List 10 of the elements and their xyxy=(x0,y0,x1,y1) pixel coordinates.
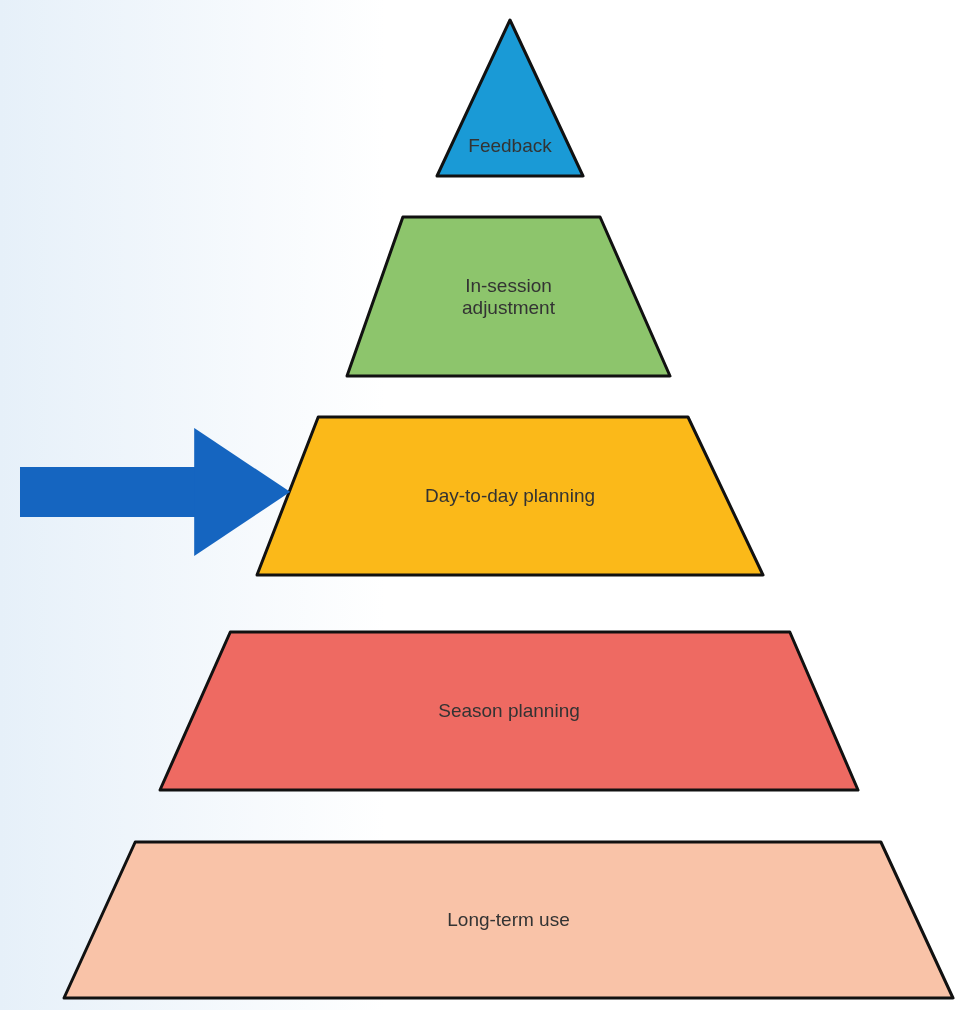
pyramid-apex xyxy=(435,18,585,178)
level-label: In-session adjustment xyxy=(461,274,556,319)
level-label: Long-term use xyxy=(447,909,570,931)
pyramid-level xyxy=(62,840,955,1000)
pyramid-level xyxy=(255,415,765,577)
level-label: Feedback xyxy=(468,135,552,157)
level-label: Day-to-day planning xyxy=(425,485,595,507)
pyramid-level xyxy=(158,630,860,792)
level-label: Season planning xyxy=(438,700,580,722)
pyramid-level xyxy=(345,215,672,378)
